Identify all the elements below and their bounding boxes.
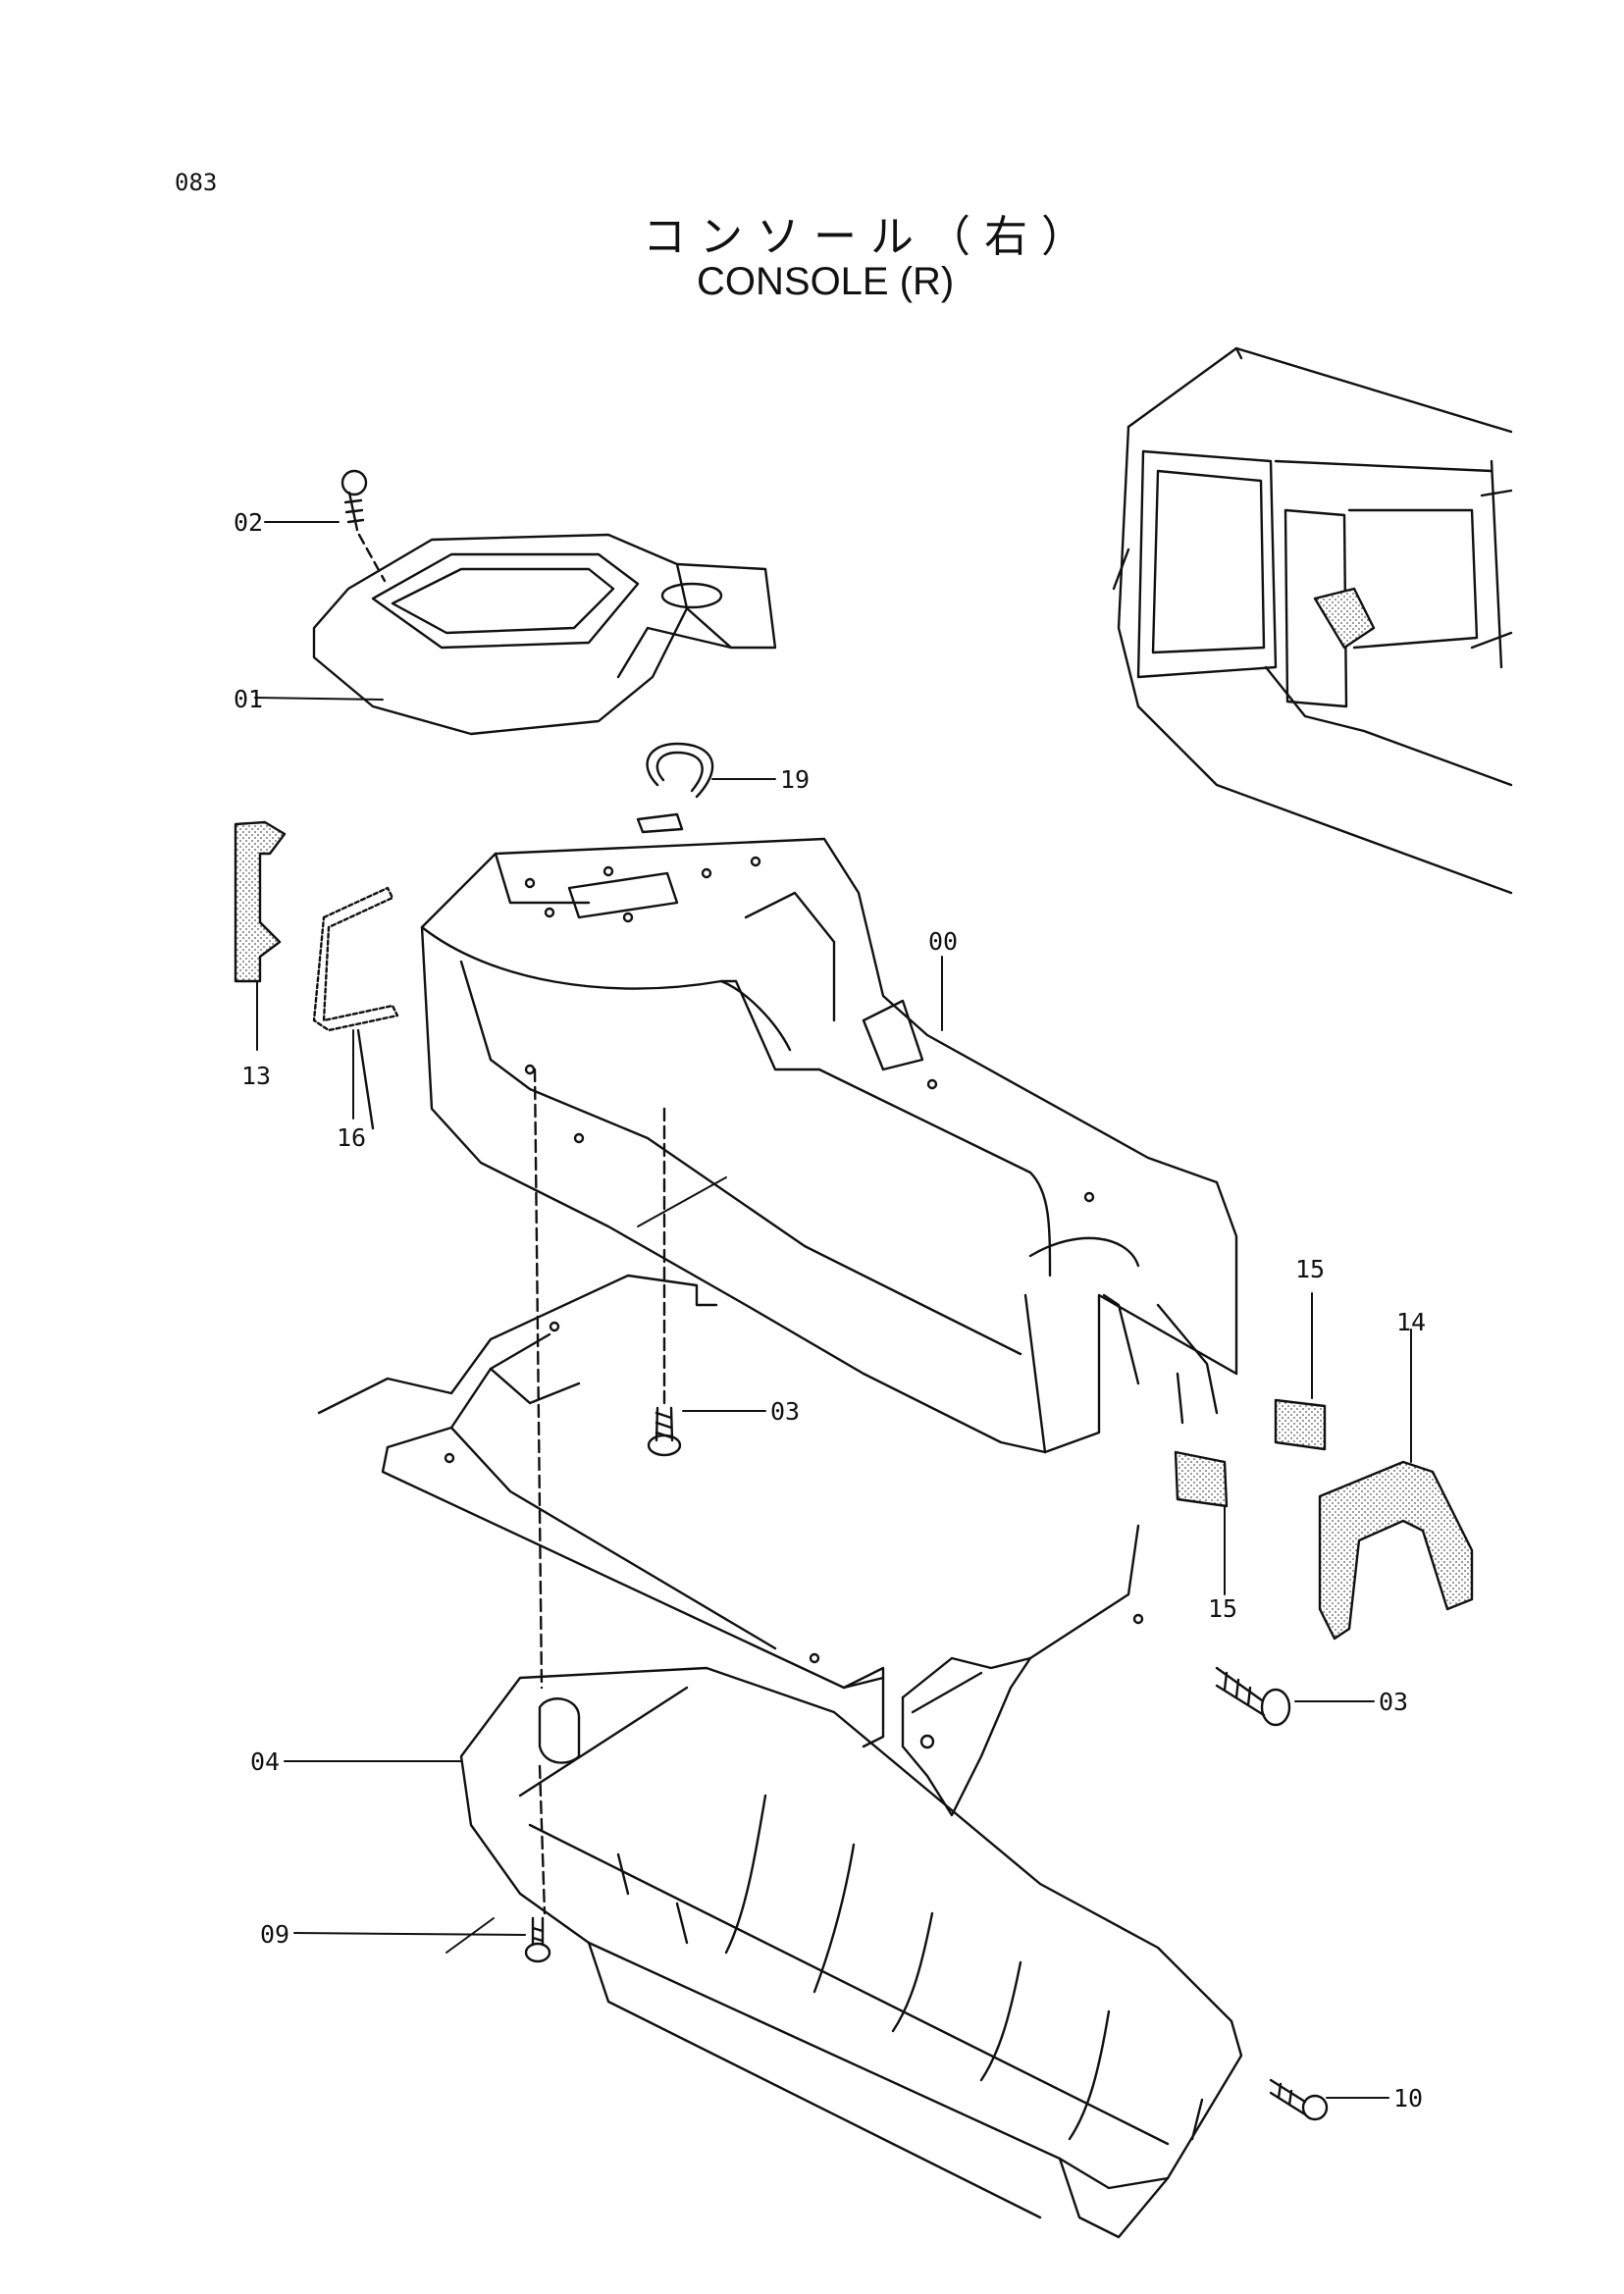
callout-04: 04 [250, 1747, 280, 1776]
screw-part-09 [524, 1916, 551, 1963]
callout-03-upper: 03 [770, 1397, 800, 1426]
callout-00: 00 [928, 927, 958, 956]
cover-part-14 [1318, 1460, 1474, 1641]
callout-03-lower: 03 [1379, 1688, 1408, 1716]
title-english: CONSOLE (R) [697, 260, 955, 303]
seal-part-13 [234, 820, 287, 983]
support-frame [317, 1274, 1144, 1817]
bolt-part-03-upper [647, 1107, 682, 1457]
console-top-cover-part-01 [312, 533, 777, 736]
callout-19: 19 [780, 765, 810, 794]
screw-part-10 [1269, 2078, 1329, 2121]
callout-13: 13 [241, 1062, 271, 1090]
callout-15-upper: 15 [1295, 1255, 1325, 1283]
pad-part-15-upper [1274, 1398, 1327, 1451]
callout-02: 02 [234, 508, 263, 537]
callout-01: 01 [234, 685, 263, 713]
pad-part-15-lower [1174, 1450, 1229, 1508]
title-japanese: コンソール（右） [643, 212, 1098, 262]
callout-10: 10 [1393, 2084, 1423, 2112]
weatherstrip-part-16 [312, 886, 399, 1130]
page-number: 083 [175, 169, 218, 196]
console-body-part-00 [420, 837, 1238, 1454]
callout-15-lower: 15 [1208, 1594, 1237, 1623]
screw-part-02 [341, 469, 387, 583]
bolt-part-03-lower [1215, 1666, 1291, 1727]
leader-lines [254, 521, 1412, 2099]
under-cover-part-04 [459, 1068, 1243, 2239]
cable-clamp-part-19 [636, 742, 714, 834]
callout-09: 09 [260, 1920, 289, 1949]
callout-labels: 02 01 19 00 13 16 15 14 03 15 03 04 09 1… [234, 508, 1426, 2112]
excavator-cab-illustration [1112, 346, 1513, 895]
callout-16: 16 [337, 1123, 366, 1152]
callout-14: 14 [1396, 1308, 1426, 1336]
